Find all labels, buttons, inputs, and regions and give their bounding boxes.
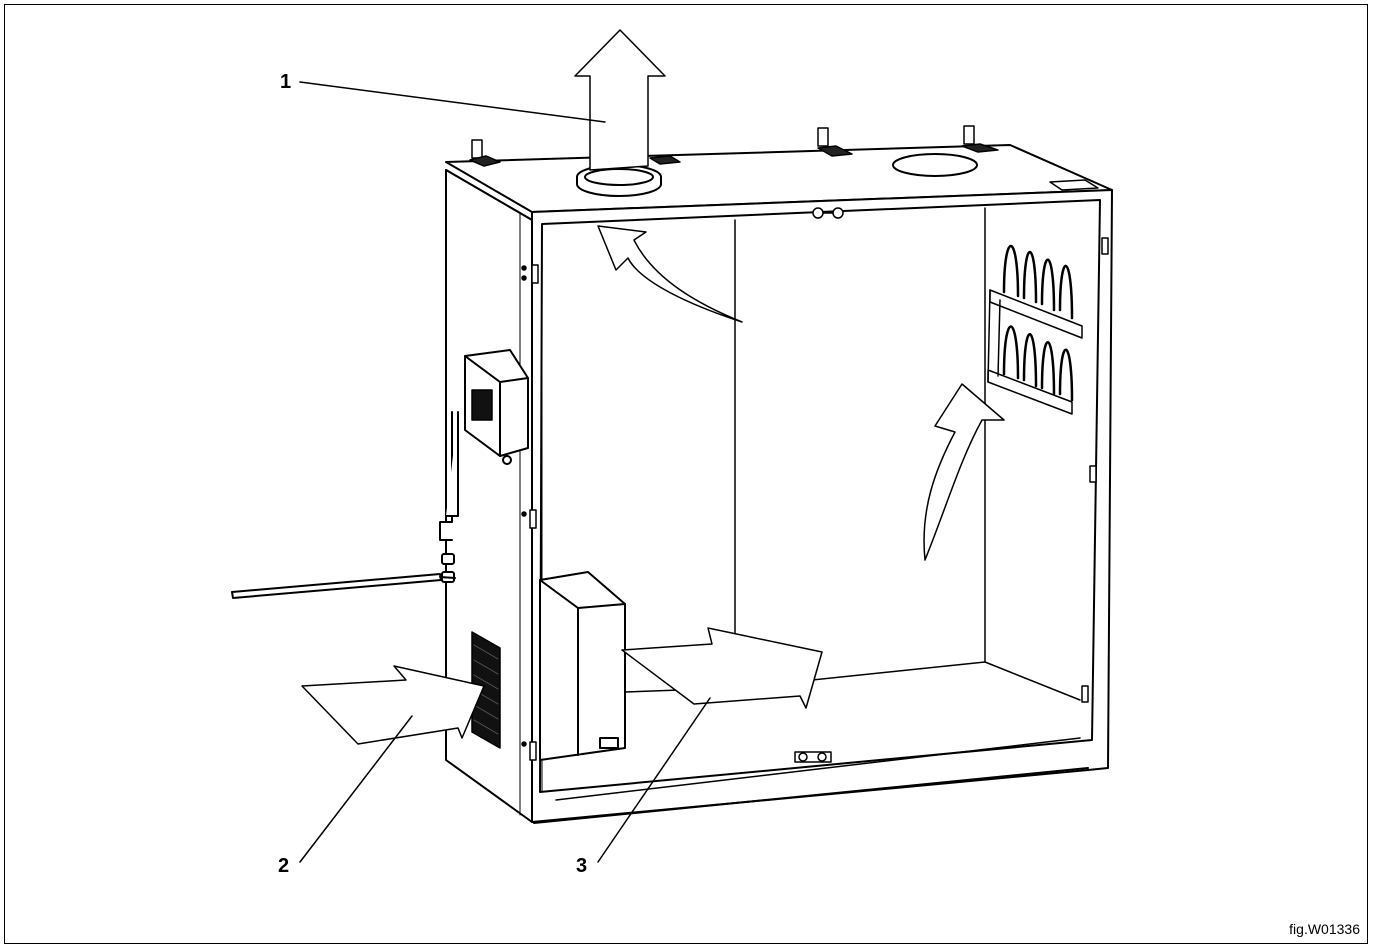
- top-corner-plate: [1049, 179, 1099, 191]
- intake-arrow: [301, 665, 485, 745]
- callout-1: 1: [280, 71, 292, 93]
- inner-filter-box: [539, 571, 626, 761]
- top-round-opening: [892, 153, 978, 177]
- bracket-left: [469, 139, 501, 167]
- leader-lines: [299, 81, 711, 863]
- bracket-front-left: [649, 155, 681, 165]
- bottom-latch: [794, 751, 832, 763]
- mounting-brackets: [469, 125, 999, 167]
- heating-element: [987, 244, 1083, 415]
- internal-flow-arrow: [621, 627, 823, 709]
- cabinet-interior: [555, 207, 1081, 801]
- figure-frame: [4, 4, 1368, 944]
- callout-2: 2: [278, 855, 290, 877]
- callout-3: 3: [576, 855, 588, 877]
- exhaust-collar: [576, 164, 662, 197]
- side-vent-grille: [471, 631, 501, 749]
- airflow-arrows: [301, 29, 1005, 745]
- curved-up-arrow-top: [597, 225, 743, 323]
- exhaust-up-arrow: [574, 29, 666, 171]
- leader-1: [299, 81, 606, 123]
- leader-2: [299, 715, 413, 863]
- bracket-right: [961, 125, 999, 153]
- leader-3: [597, 697, 711, 863]
- figure-reference: fig.W01336: [1289, 921, 1360, 937]
- frame-hinges: [521, 237, 1109, 761]
- bracket-mid: [817, 127, 853, 157]
- curved-up-arrow-right: [923, 383, 1005, 561]
- control-box: [464, 349, 529, 465]
- pipe-connections: [231, 411, 459, 599]
- top-latch: [812, 207, 844, 219]
